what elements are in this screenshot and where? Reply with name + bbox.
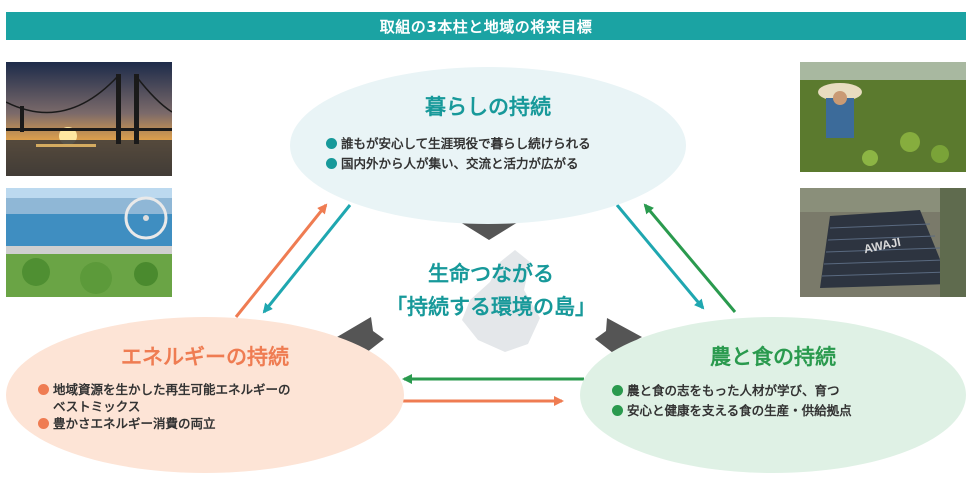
pillar-living: 暮らしの持続 誰もが安心して生涯現役で暮らし続けられる 国内外から人が集い、交流… bbox=[290, 67, 686, 224]
arrow-left-to-top bbox=[234, 203, 328, 318]
ferris-wheel-coast-photo bbox=[6, 188, 172, 297]
pillar-agriculture-food: 農と食の持続 農と食の志をもった人材が学び、育つ 安心と健康を支える食の生産・供… bbox=[580, 317, 966, 473]
arrow-top-to-right bbox=[615, 204, 705, 310]
solar-farm-aerial-photo: AWAJI bbox=[800, 188, 966, 297]
gray-arrow-left-icon bbox=[337, 317, 384, 353]
list-item: 誰もが安心して生涯現役で暮らし続けられる bbox=[326, 134, 591, 154]
pillar-energy-bullets: 地域資源を生かした再生可能エネルギーの ベストミックス 豊かさエネルギー消費の両… bbox=[38, 381, 291, 432]
central-goal-line1: 生命つながる bbox=[428, 262, 554, 286]
list-item: 国内外から人が集い、交流と活力が広がる bbox=[326, 154, 591, 174]
pillar-energy: エネルギーの持続 地域資源を生かした再生可能エネルギーの ベストミックス 豊かさ… bbox=[6, 317, 404, 473]
bullet-dot-icon bbox=[326, 158, 337, 169]
bullet-dot-icon bbox=[38, 384, 49, 395]
island-silhouette-icon bbox=[462, 250, 540, 352]
central-goal-line2: 「持続する環境の島」 bbox=[386, 295, 596, 319]
bridge-sunset-photo bbox=[6, 62, 172, 176]
bullet-dot-icon bbox=[38, 418, 49, 429]
pillar-living-bullets: 誰もが安心して生涯現役で暮らし続けられる 国内外から人が集い、交流と活力が広がる bbox=[326, 134, 591, 174]
list-item: ベストミックス bbox=[53, 399, 141, 414]
pillar-agriculture-title: 農と食の持続 bbox=[710, 345, 836, 369]
bullet-dot-icon bbox=[326, 138, 337, 149]
farmer-field-photo bbox=[800, 62, 966, 172]
gray-arrow-right-icon bbox=[595, 318, 642, 353]
bullet-dot-icon bbox=[612, 405, 623, 416]
header-banner: 取組の3本柱と地域の将来目標 bbox=[6, 12, 966, 40]
pillar-living-title: 暮らしの持続 bbox=[425, 95, 551, 119]
bullet-dot-icon bbox=[612, 385, 623, 396]
central-goal: 生命つながる 「持続する環境の島」 bbox=[363, 258, 619, 324]
pillar-energy-title: エネルギーの持続 bbox=[121, 345, 289, 369]
list-item: 農と食の志をもった人材が学び、育つ bbox=[612, 381, 852, 401]
list-item: 地域資源を生かした再生可能エネルギーの bbox=[38, 381, 291, 398]
pillar-agriculture-bullets: 農と食の志をもった人材が学び、育つ 安心と健康を支える食の生産・供給拠点 bbox=[612, 381, 852, 421]
header-title: 取組の3本柱と地域の将来目標 bbox=[379, 17, 593, 36]
list-item: 安心と健康を支える食の生産・供給拠点 bbox=[612, 401, 852, 421]
arrow-right-to-top bbox=[643, 203, 737, 313]
arrow-top-to-left bbox=[262, 204, 352, 314]
list-item: 豊かさエネルギー消費の両立 bbox=[38, 415, 291, 432]
